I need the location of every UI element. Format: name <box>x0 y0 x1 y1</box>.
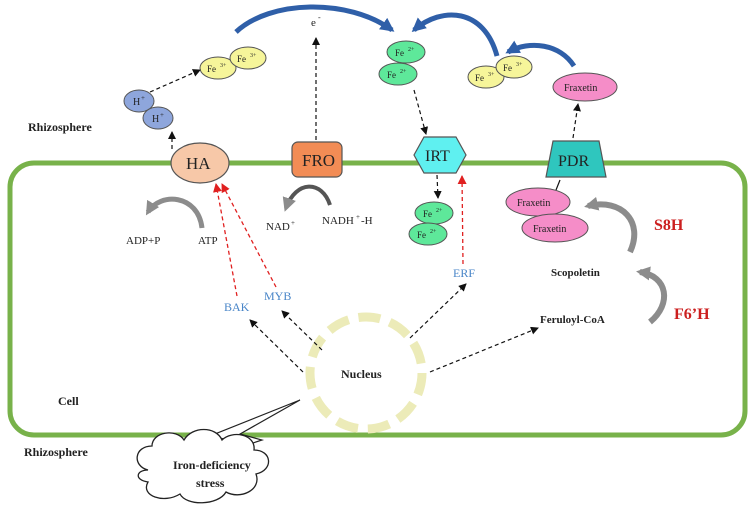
svg-text:3+: 3+ <box>516 62 523 68</box>
erf-activates-irt-arrow <box>457 175 467 265</box>
fe2-to-irt-arrow <box>413 89 429 135</box>
proton-to-fe-arrow <box>149 69 201 93</box>
svg-text:Fe: Fe <box>503 63 512 73</box>
bak-regulator-label: BAK <box>224 300 250 314</box>
irt-to-fe2-arrow <box>433 174 442 199</box>
svg-text:Fe: Fe <box>237 54 246 64</box>
nucleus-to-bak-arrow <box>249 319 304 373</box>
cell-label: Cell <box>58 394 79 408</box>
s8h-conversion-arrow <box>584 196 638 254</box>
feruloyl-coa-label: Feruloyl-CoA <box>540 314 605 326</box>
svg-text:H: H <box>133 97 140 108</box>
rhizosphere-bottom-label: Rhizosphere <box>24 445 88 459</box>
svg-text:Fe: Fe <box>387 70 396 80</box>
fe3-ion-pair-right: Fe 3+ Fe 3+ <box>467 55 533 89</box>
svg-text:NADH: NADH <box>322 215 354 227</box>
cell-membrane <box>7 160 748 438</box>
nucleus: Nucleus <box>305 312 427 434</box>
svg-text:e: e <box>311 17 316 29</box>
fraxetin-chelation-arrow <box>505 40 577 68</box>
nad-label: NAD + <box>266 219 295 233</box>
stress-label-line1: Iron-deficiency <box>173 458 251 472</box>
svg-text:Fraxetin: Fraxetin <box>517 198 550 209</box>
irt-transporter: IRT <box>413 136 467 174</box>
nucleus-to-erf-arrow <box>409 283 467 339</box>
nadh-oxidation-arrow <box>282 184 332 212</box>
rhizosphere-top-label: Rhizosphere <box>28 120 92 134</box>
bak-activates-ha-arrow <box>213 183 238 297</box>
myb-regulator-label: MYB <box>264 289 291 303</box>
svg-text:-H: -H <box>361 215 373 227</box>
svg-text:Fraxetin: Fraxetin <box>564 83 597 94</box>
nadh-label: NADH + -H <box>322 213 373 227</box>
electron-label: e - <box>311 13 321 29</box>
nucleus-label: Nucleus <box>341 367 382 381</box>
svg-text:3+: 3+ <box>250 53 257 59</box>
cloud-icon <box>136 428 270 504</box>
svg-text:H: H <box>152 114 159 125</box>
svg-text:2+: 2+ <box>430 229 437 235</box>
atp-hydrolysis-arrow <box>145 196 205 229</box>
f6h-enzyme-label: F6’H <box>674 306 710 323</box>
atp-label: ATP <box>198 235 218 247</box>
svg-text:Fe: Fe <box>475 73 484 83</box>
svg-text:NAD: NAD <box>266 221 290 233</box>
svg-text:2+: 2+ <box>408 47 415 53</box>
s8h-enzyme-label: S8H <box>654 217 684 234</box>
pdr-transporter: PDR <box>545 140 607 178</box>
svg-text:-: - <box>318 13 321 22</box>
svg-text:+: + <box>356 213 360 221</box>
irt-label: IRT <box>425 148 450 165</box>
fraxetin-intracellular: Fraxetin Fraxetin <box>505 187 589 243</box>
nucleus-to-myb-arrow <box>281 310 323 351</box>
svg-text:2+: 2+ <box>436 208 443 214</box>
svg-text:3+: 3+ <box>488 72 495 78</box>
fro-transporter: FRO <box>291 141 343 178</box>
svg-text:+: + <box>141 94 145 102</box>
fe3-ion-pair-left: Fe 3+ Fe 3+ <box>199 46 267 80</box>
svg-text:3+: 3+ <box>220 63 227 69</box>
stress-label-line2: stress <box>196 476 225 490</box>
electron-transfer-arrow <box>234 4 395 34</box>
erf-regulator-label: ERF <box>453 266 475 280</box>
svg-text:+: + <box>291 219 295 227</box>
ha-transporter: HA <box>170 142 230 184</box>
fraxetin-secreted: Fraxetin <box>552 72 618 102</box>
pdr-link-line <box>555 179 561 191</box>
ha-label: HA <box>186 154 211 173</box>
fe2-return-arrow <box>411 12 500 57</box>
svg-text:Fe: Fe <box>417 230 426 240</box>
svg-text:Fe: Fe <box>395 48 404 58</box>
svg-text:+: + <box>160 111 164 119</box>
svg-text:2+: 2+ <box>400 69 407 75</box>
svg-text:Fe: Fe <box>207 64 216 74</box>
fe2-ion-pair-cell: Fe 2+ Fe 2+ <box>408 201 454 246</box>
f6h-conversion-arrow <box>636 266 668 325</box>
proton-ions: H + H + <box>123 89 174 130</box>
scopoletin-label: Scopoletin <box>551 267 600 279</box>
myb-activates-ha-arrow <box>221 183 277 288</box>
adp-label: ADP+P <box>126 235 160 247</box>
svg-text:Fraxetin: Fraxetin <box>533 224 566 235</box>
svg-text:Fe: Fe <box>423 209 432 219</box>
nucleus-to-feruloyl-arrow <box>429 326 539 373</box>
pdr-label: PDR <box>558 153 589 170</box>
fro-label: FRO <box>302 151 335 170</box>
fe2-ion-pair-top: Fe 2+ Fe 2+ <box>378 40 426 86</box>
pdr-to-fraxetin-arrow <box>572 103 581 139</box>
